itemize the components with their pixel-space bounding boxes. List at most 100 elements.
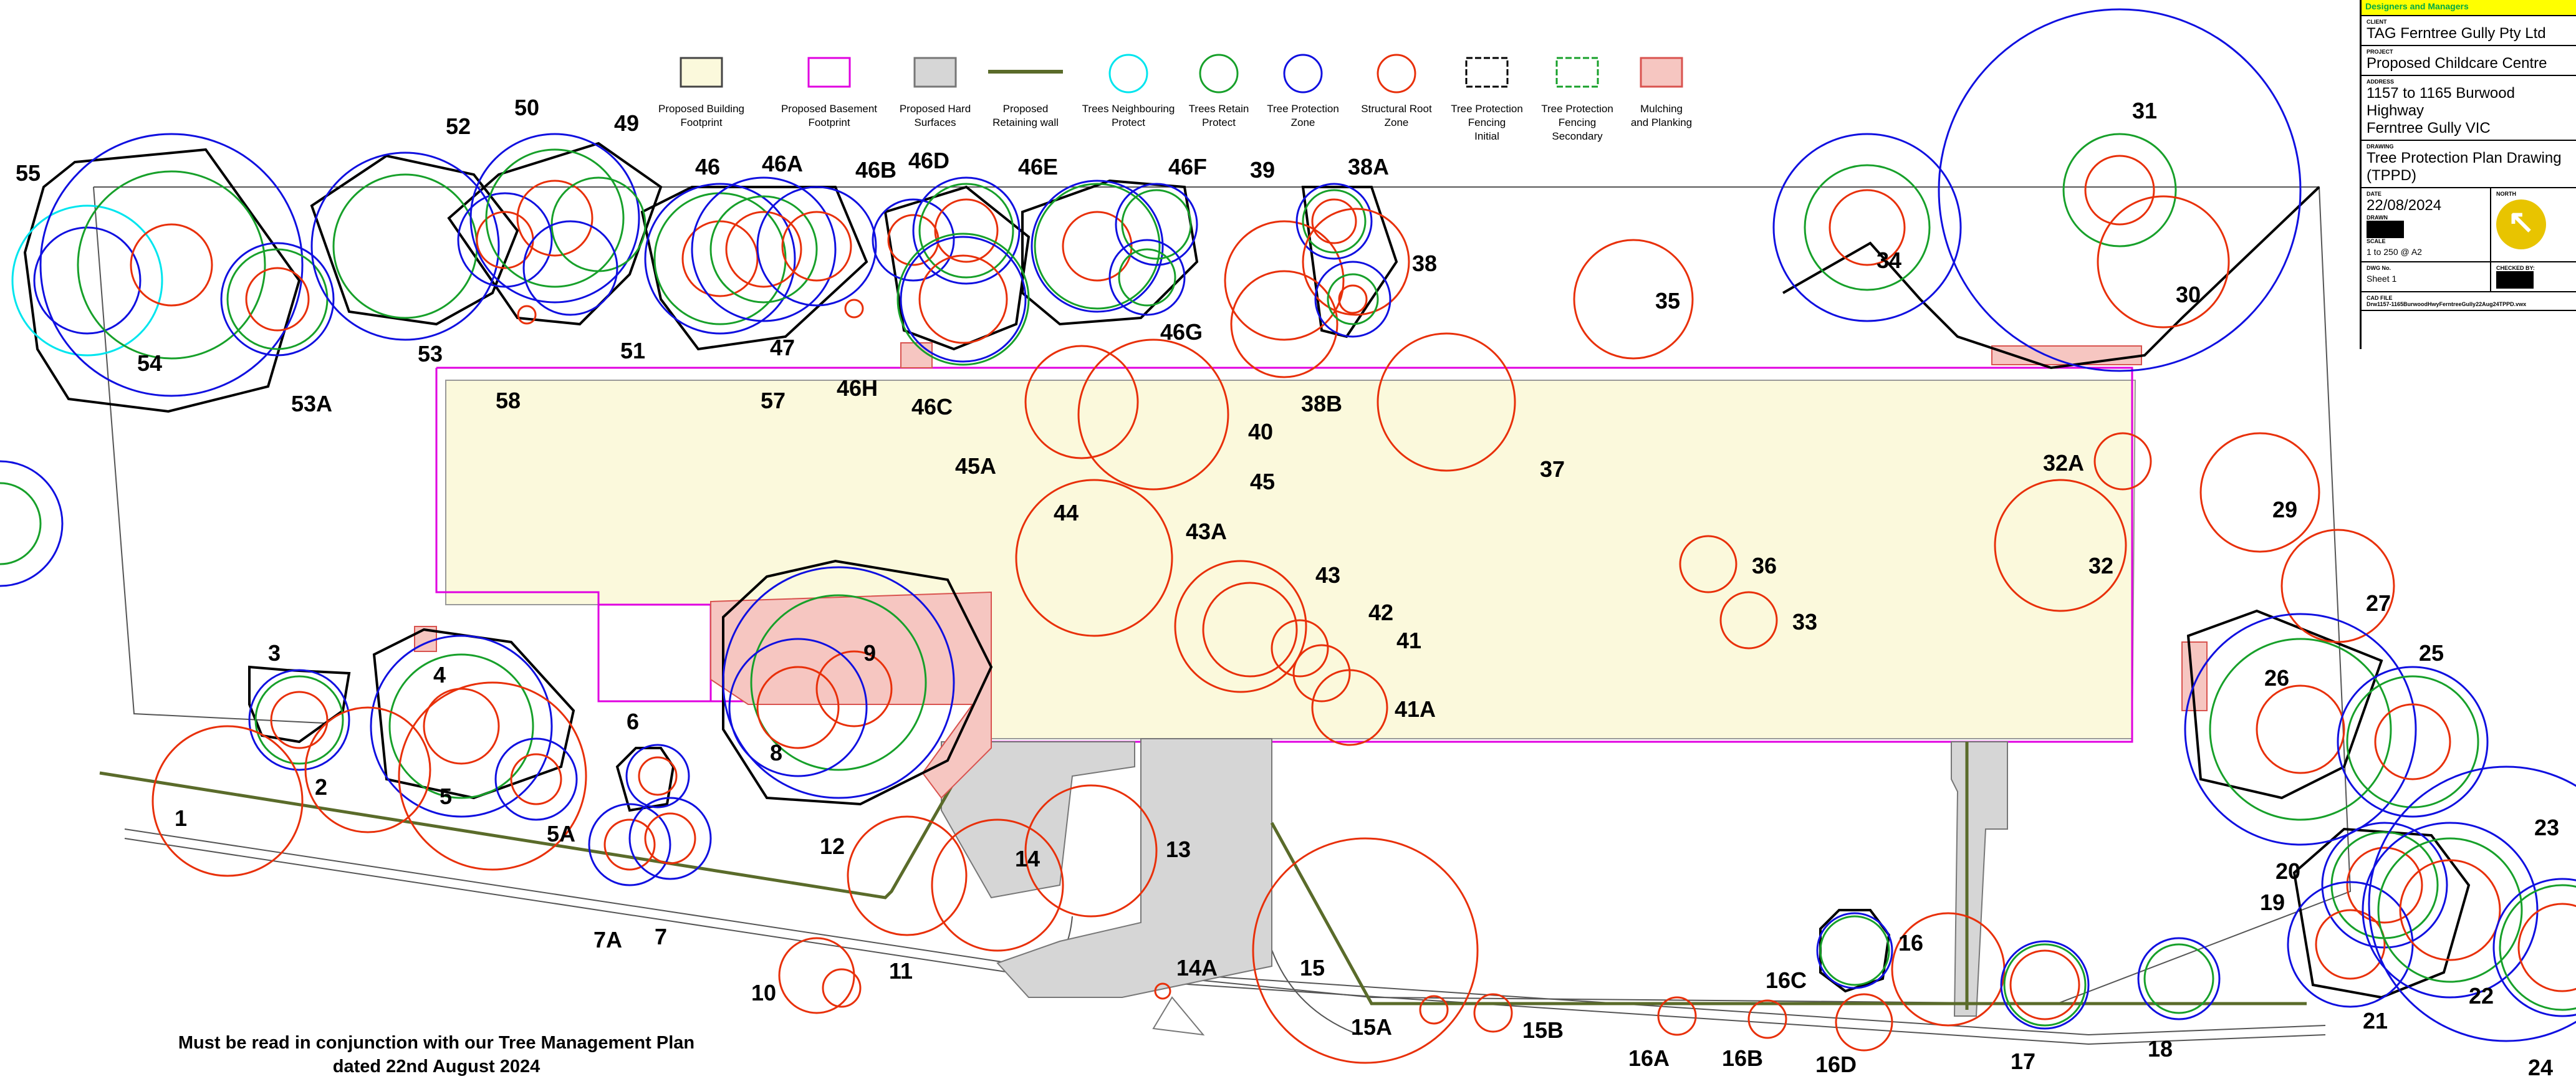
tpz-circle: [1115, 183, 1198, 266]
srz-circle: [1252, 837, 1479, 1064]
tree-label-24: 24: [2528, 1055, 2553, 1080]
srz-circle: [151, 725, 304, 877]
sheet-value: Sheet 1: [2367, 274, 2397, 284]
tpz-circle: [628, 797, 712, 880]
srz-circle: [1174, 560, 1307, 693]
tpz-circle: [39, 133, 304, 397]
title-block-header: Designers and Managers: [2362, 0, 2576, 16]
tree-label-27: 27: [2366, 590, 2391, 616]
srz-circle: [1679, 535, 1737, 593]
tree-label-6: 6: [627, 709, 639, 734]
north-arrow-icon: ↖: [2496, 199, 2546, 249]
retain-circle: [485, 148, 625, 288]
tpz-circle: [310, 151, 500, 341]
srz-circle: [681, 220, 759, 297]
tpz-circle: [2137, 937, 2221, 1020]
srz-circle: [1338, 284, 1368, 314]
tree-label-30: 30: [2176, 282, 2201, 307]
tree-label-5: 5: [440, 784, 452, 809]
north-label: NORTH: [2496, 191, 2516, 197]
tree-label-43a: 43A: [1186, 519, 1227, 544]
srz-circle: [1994, 479, 2127, 612]
srz-circle: [1573, 239, 1694, 360]
tree-label-46g: 46G: [1160, 319, 1203, 345]
tpz-circle: [2184, 613, 2417, 846]
retain-circle: [2346, 675, 2479, 808]
neighbour-circle: [11, 204, 163, 357]
tree-label-15a: 15A: [1351, 1014, 1392, 1040]
tree-label-39: 39: [1250, 157, 1275, 183]
srz-circle: [815, 650, 893, 727]
retain-circle: [709, 195, 818, 304]
legend-swatch-fence1: [1465, 57, 1509, 88]
retain-circle: [2143, 943, 2214, 1014]
srz-circle: [2084, 155, 2155, 226]
srz-circle: [398, 681, 587, 871]
tree-label-11: 11: [889, 958, 913, 984]
cad-value: Drw1157-1165BurwoodHwyFerntreeGully22Aug…: [2367, 301, 2527, 307]
tpz-circle: [872, 198, 955, 282]
srz-circle: [1835, 993, 1893, 1052]
client-row: CLIENT TAG Ferntree Gully Pty Ltd: [2362, 16, 2576, 46]
tree-label-46h: 46H: [837, 375, 878, 401]
tree-label-16: 16: [1898, 930, 1923, 956]
legend-swatch-hard: [913, 57, 957, 88]
tpz-circle: [1295, 183, 1373, 260]
tree-label-8: 8: [770, 740, 782, 765]
tree-label-7a: 7A: [594, 927, 622, 952]
legend-swatch-basement: [807, 57, 851, 88]
tree-label-32: 32: [2088, 553, 2113, 578]
tree-label-34: 34: [1877, 247, 1901, 273]
tree-label-50: 50: [514, 95, 539, 120]
drawn-redacted: [2367, 221, 2404, 238]
srz-circle: [1311, 198, 1357, 244]
tree-label-29: 29: [2272, 497, 2297, 522]
legend-label: Proposed Hard: [900, 103, 971, 115]
tree-label-5a: 5A: [547, 821, 575, 847]
srz-circle: [304, 706, 431, 833]
tree-label-15b: 15B: [1522, 1017, 1564, 1043]
tree-label-43: 43: [1315, 562, 1340, 588]
srz-circle: [130, 223, 213, 307]
legend-swatch-retain: [1199, 54, 1239, 94]
legend-label: Protect: [1112, 117, 1145, 128]
tree-label-44: 44: [1054, 500, 1079, 525]
srz-circle: [2346, 847, 2423, 924]
legend-label: Tree Protection: [1267, 103, 1339, 115]
address-row: ADDRESS 1157 to 1165 Burwood Highway Fer…: [2362, 76, 2576, 141]
tpz-circle: [691, 176, 837, 322]
srz-circle: [1202, 582, 1298, 678]
tree-label-17: 17: [2011, 1048, 2035, 1074]
srz-circle: [423, 688, 500, 765]
north-cell: NORTH ↖: [2491, 188, 2551, 261]
project-value: Proposed Childcare Centre: [2367, 55, 2547, 72]
tree-label-57: 57: [761, 388, 786, 413]
date-north-row: DATE 22/08/2024 DRAWN SCALE 1 to 250 @ A…: [2362, 188, 2576, 262]
tree-label-10: 10: [751, 980, 776, 1005]
srz-circle: [1829, 189, 1906, 266]
tree-label-16d: 16D: [1815, 1052, 1857, 1077]
dwg-row: DWG No. Sheet 1 CHECKED BY:: [2362, 262, 2576, 292]
building-footprint: [445, 380, 2136, 739]
tree-label-19: 19: [2260, 890, 2285, 915]
srz-circle: [931, 818, 1064, 952]
retain-circle: [2377, 837, 2523, 983]
retain-circle: [1327, 273, 1379, 325]
srz-circle: [2097, 195, 2230, 329]
srz-circle: [1473, 993, 1513, 1033]
srz-circle: [781, 211, 852, 282]
tpz-circle: [912, 176, 1021, 285]
tpz-circle: [900, 236, 1027, 363]
tree-label-54: 54: [137, 350, 162, 376]
checked-label: CHECKED BY:: [2496, 265, 2535, 271]
drawing-line-1: Tree Protection Plan Drawing: [2367, 150, 2562, 166]
tree-label-37: 37: [1540, 456, 1565, 482]
legend-label: and Planking: [1631, 117, 1692, 128]
retain-circle: [388, 653, 534, 799]
srz-circle: [844, 299, 864, 319]
